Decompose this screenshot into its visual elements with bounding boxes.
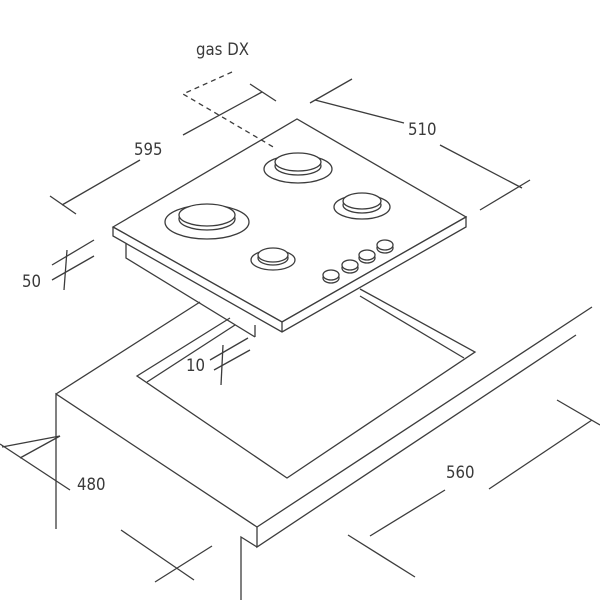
cutout bbox=[135, 288, 477, 479]
hob bbox=[111, 118, 468, 338]
cutout-width-label: 560 bbox=[446, 463, 475, 483]
hob-depth-label: 510 bbox=[408, 120, 437, 140]
burner-small bbox=[250, 247, 296, 271]
hob-height-label: 50 bbox=[22, 272, 42, 292]
burner-large bbox=[164, 203, 250, 240]
dimension-510 bbox=[309, 78, 531, 211]
burner-right bbox=[333, 192, 391, 220]
gas-connection-label: gas DX bbox=[196, 40, 249, 60]
burner-rear bbox=[263, 152, 333, 184]
dimension-560 bbox=[347, 399, 600, 578]
cutout-gap-label: 10 bbox=[186, 356, 206, 376]
dimension-595 bbox=[49, 83, 277, 215]
countertop bbox=[55, 301, 593, 600]
dimension-50 bbox=[51, 239, 95, 291]
hob-width-label: 595 bbox=[134, 140, 163, 160]
cutout-depth-label: 480 bbox=[77, 475, 106, 495]
dimension-10 bbox=[209, 337, 251, 386]
control-knobs bbox=[322, 239, 394, 284]
dimension-480 bbox=[0, 435, 213, 583]
